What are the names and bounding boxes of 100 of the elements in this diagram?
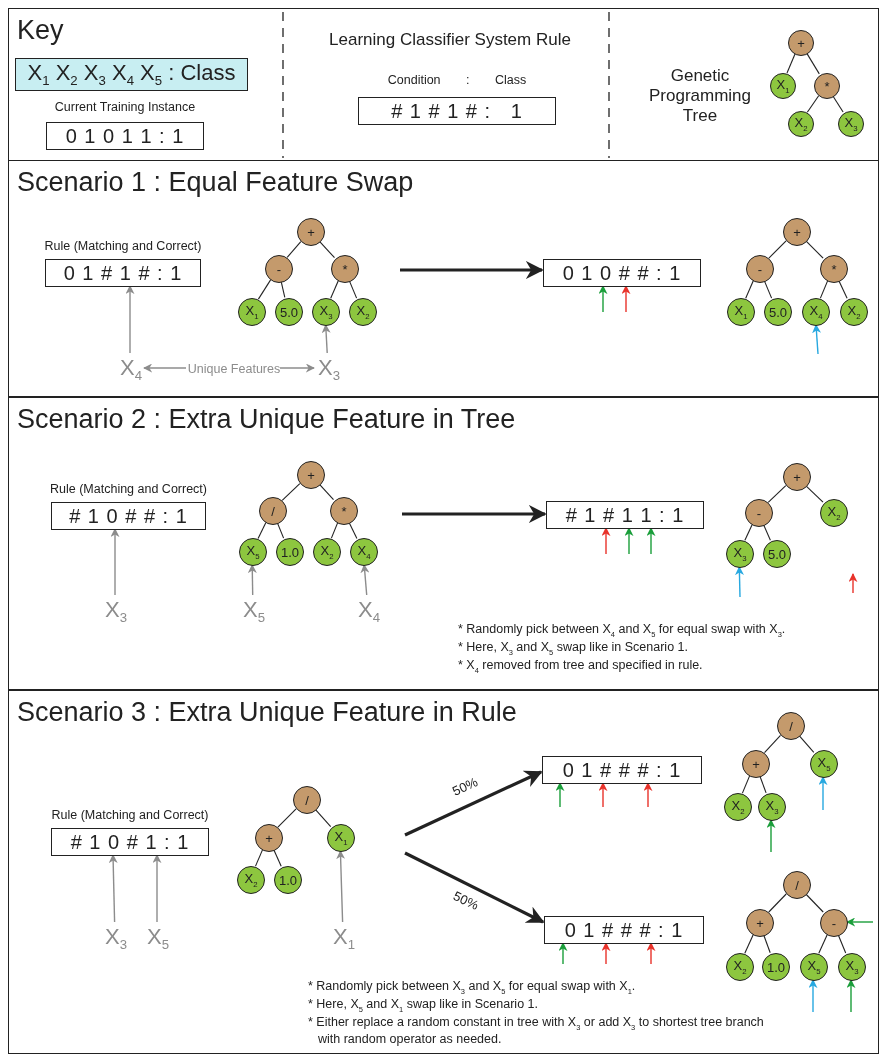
arrow — [152, 854, 162, 923]
tree-branch — [767, 485, 787, 503]
feature-node: 1.0 — [274, 866, 302, 894]
arrow — [336, 850, 346, 923]
tree-branch — [837, 934, 847, 954]
tree-branch — [806, 52, 820, 75]
operator-node: / — [777, 712, 805, 740]
panel-heading: Scenario 3 : Extra Unique Feature in Rule — [17, 697, 517, 728]
note-text: * Randomly pick between X$_{3}$ and X$_{5}$ for equal swap with X$_{1}$. — [308, 979, 637, 996]
tree-branch — [832, 95, 844, 113]
key-box: X$_{1}$ X$_{2}$ X$_{3}$ X$_{4}$ X$_{5}$ : Class — [15, 58, 248, 91]
arrow — [646, 942, 656, 965]
tree-branch — [818, 934, 828, 954]
arrow — [621, 285, 631, 313]
arrow — [558, 942, 568, 965]
feature-node: X$_{2}$ — [313, 538, 341, 566]
operator-node: + — [746, 909, 774, 937]
operator-node: / — [783, 871, 811, 899]
operator-node: / — [259, 497, 287, 525]
feature-node: X$_{2}$ — [237, 866, 265, 894]
feature-label: X$_{3}$ — [315, 354, 343, 384]
note-text: * Either replace a random constant in tree with X$_{3}$ or add X$_{3}$ to shortest tree branch with random operator as needed. — [308, 1015, 765, 1046]
arrow — [125, 285, 135, 354]
tree-branch — [798, 735, 815, 753]
tree-branch — [768, 893, 787, 913]
feature-node: X$_{3}$ — [838, 111, 864, 137]
box-heading: Rule (Matching and Correct) — [51, 808, 209, 822]
arrow — [598, 782, 608, 808]
arrow — [143, 363, 187, 373]
tree-branch — [257, 522, 267, 539]
panel — [8, 690, 879, 1054]
feature-node: X$_{2}$ — [820, 499, 848, 527]
arrow — [643, 782, 653, 808]
tree-branch — [281, 483, 301, 501]
tree-branch — [741, 775, 751, 794]
tree-branch — [286, 241, 302, 258]
feature-label: X$_{5}$ — [240, 596, 268, 626]
arrow — [812, 324, 822, 355]
tree-branch — [838, 280, 848, 299]
tree-branch — [348, 280, 358, 299]
feature-label: Unique Features — [187, 360, 281, 378]
tree-branch — [330, 522, 339, 539]
tree-branch — [805, 485, 824, 503]
arrow — [402, 505, 547, 523]
arrow — [555, 782, 565, 808]
feature-node: X$_{1}$ — [770, 73, 796, 99]
operator-node: * — [820, 255, 848, 283]
tree-branch — [786, 53, 796, 74]
feature-node: 5.0 — [275, 298, 303, 326]
feature-node: 5.0 — [764, 298, 792, 326]
tree-branch — [277, 808, 297, 828]
arrow — [766, 819, 776, 853]
arrow — [808, 979, 818, 1013]
feature-node: X$_{5}$ — [810, 750, 838, 778]
feature-label: X$_{4}$ — [355, 596, 383, 626]
feature-node: X$_{1}$ — [327, 824, 355, 852]
feature-node: X$_{2}$ — [349, 298, 377, 326]
tree-branch — [318, 483, 335, 501]
panel — [8, 160, 879, 397]
tree-branch — [254, 849, 264, 867]
arrow — [601, 942, 611, 965]
box-heading: Rule (Matching and Correct) — [44, 239, 202, 253]
feature-node: X$_{3}$ — [726, 540, 754, 568]
feature-node: 5.0 — [763, 540, 791, 568]
feature-node: X$_{4}$ — [350, 538, 378, 566]
operator-node: + — [297, 218, 325, 246]
tree-branch — [763, 280, 773, 299]
note-text: * X$_{4}$ removed from tree and specified in rule. — [458, 658, 704, 675]
feature-node: X$_{4}$ — [802, 298, 830, 326]
arrow — [404, 851, 545, 924]
tree-branch — [819, 280, 829, 299]
feature-label: X$_{1}$ — [330, 923, 358, 953]
arrow — [624, 527, 634, 555]
arrow — [818, 776, 828, 811]
operator-node: - — [745, 499, 773, 527]
tree-branch — [273, 849, 282, 867]
arrow — [400, 261, 544, 279]
tree-branch — [806, 95, 820, 113]
tree-branch — [330, 280, 339, 299]
arrow — [247, 564, 257, 596]
tree-branch — [276, 522, 285, 539]
panel — [8, 397, 879, 690]
panel — [8, 8, 879, 161]
note-text: * Here, X$_{3}$ and X$_{5}$ swap like in Scenario 1. — [458, 640, 689, 657]
arrow — [598, 285, 608, 313]
operator-node: + — [783, 463, 811, 491]
feature-node: X$_{5}$ — [239, 538, 267, 566]
operator-node: / — [293, 786, 321, 814]
feature-label: X$_{4}$ — [117, 354, 145, 384]
arrow — [110, 528, 120, 596]
tree-branch — [759, 775, 767, 794]
operator-node: + — [255, 824, 283, 852]
operator-node: * — [814, 73, 840, 99]
panel-heading: Key — [17, 15, 64, 46]
feature-node: X$_{3}$ — [312, 298, 340, 326]
tree-branch — [318, 240, 336, 259]
feature-label: X$_{3}$ — [102, 923, 130, 953]
note-text: * Randomly pick between X$_{4}$ and X$_{5}$ for equal swap with X$_{3}$. — [458, 622, 787, 639]
arrow — [735, 566, 744, 598]
tree-branch — [314, 808, 332, 828]
